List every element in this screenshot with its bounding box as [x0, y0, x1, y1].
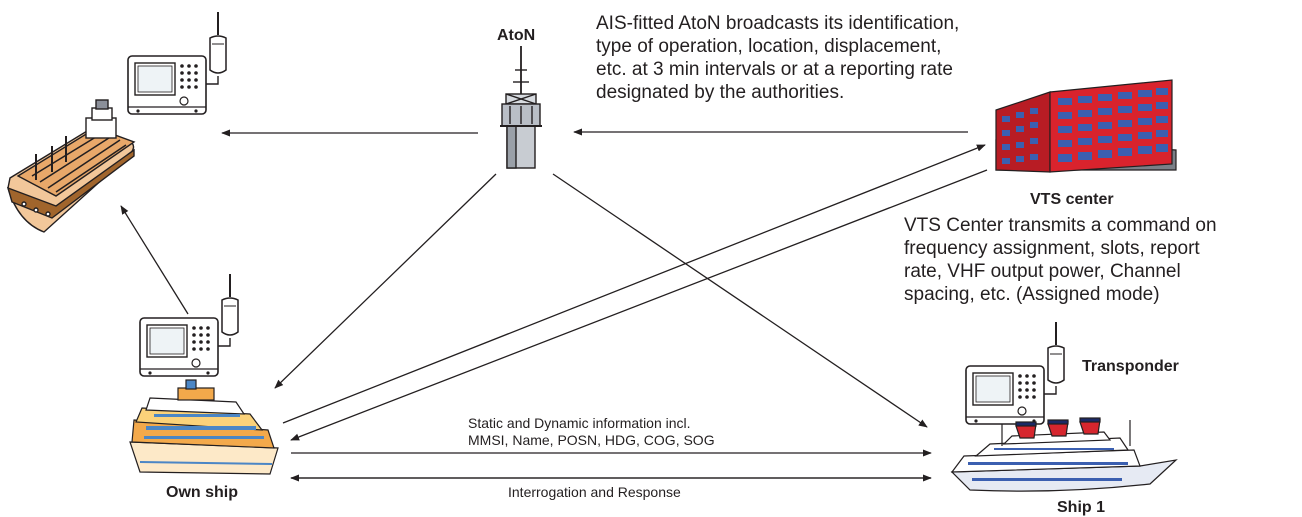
ais-transponder-icon	[139, 273, 239, 377]
static-dynamic-label: Static and Dynamic information incl. MMS…	[468, 415, 715, 448]
arrow-ownship-to-vts	[282, 144, 986, 424]
link-arrows	[120, 128, 988, 482]
arrow-ownship-to-tanker	[120, 205, 189, 315]
ocean-liner-icon	[950, 417, 1178, 492]
vts-center-label: VTS center	[1030, 191, 1114, 208]
arrow-aton-to-ownship	[274, 173, 497, 389]
aton-label: AtoN	[497, 27, 535, 44]
tanker-ship-icon	[6, 99, 136, 233]
arrow-aton-to-ship1	[552, 173, 928, 428]
static-dynamic-line: MMSI, Name, POSN, HDG, COG, SOG	[468, 432, 715, 448]
ship1-label: Ship 1	[1057, 499, 1105, 516]
vts-building-icon	[995, 79, 1177, 173]
vts-description-line: frequency assignment, slots, report	[904, 238, 1200, 259]
aton-description-line: etc. at 3 min intervals or at a reportin…	[596, 59, 953, 80]
cruise-ship-icon	[129, 379, 279, 475]
ais-transponder-icon	[127, 11, 227, 115]
vts-description-line: VTS Center transmits a command on	[904, 215, 1217, 236]
transponder-label: Transponder	[1082, 358, 1179, 375]
interrogation-label: Interrogation and Response	[508, 484, 681, 500]
vts-description: VTS Center transmits a command on freque…	[904, 215, 1217, 305]
static-dynamic-line: Static and Dynamic information incl.	[468, 415, 691, 431]
vts-description-line: spacing, etc. (Assigned mode)	[904, 284, 1160, 305]
vts-description-line: rate, VHF output power, Channel	[904, 261, 1181, 282]
aton-description-line: type of operation, location, displacemen…	[596, 36, 941, 57]
aton-tower-icon	[500, 46, 542, 169]
own-ship-label: Own ship	[166, 484, 238, 501]
arrow-vts-to-ownship	[290, 169, 988, 441]
aton-description-line: AIS-fitted AtoN broadcasts its identific…	[596, 13, 959, 34]
aton-description-line: designated by the authorities.	[596, 82, 844, 103]
aton-description: AIS-fitted AtoN broadcasts its identific…	[596, 13, 959, 103]
ais-transponder-icon	[965, 321, 1065, 425]
